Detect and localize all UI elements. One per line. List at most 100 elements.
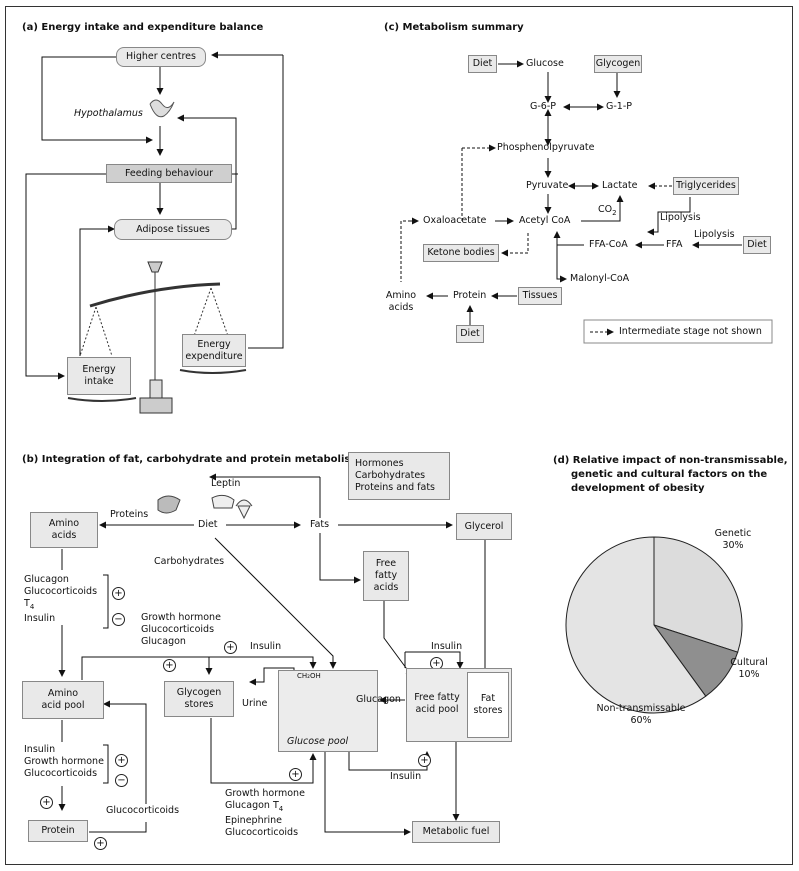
plus-icon: + [418,754,431,767]
pie-label-cultural: Cultural 10% [724,657,774,681]
ch2oh-label: CH₂OH [297,672,321,680]
glucose-pool-node [278,670,378,752]
energy-intake-line2: intake [84,376,114,387]
bottom-item-2-text: Glucagon T [225,800,279,811]
diet-node-3: Diet [456,325,484,343]
bottom-item-2: Glucagon T4 [225,800,305,815]
co2-label: CO2 [598,204,617,219]
legend-hormones: Hormones [355,458,404,469]
diet-node-1: Diet [468,55,497,73]
gh-item-1: Growth hormone [141,612,221,623]
amino-acids-line2: acids [388,302,414,313]
urine-label: Urine [242,698,268,709]
glycogen-stores-node: Glycogen stores [164,681,234,717]
glycerol-node: Glycerol [456,513,512,540]
energy-intake-node: Energy intake [67,357,131,395]
glycogen-stores-line1: Glycogen [176,687,222,698]
energy-expenditure-line2: expenditure [185,350,243,362]
insulin-list-item-1: Insulin [24,744,56,755]
g6p-label: G-6-P [530,101,556,112]
legend-carbohydrates: Carbohydrates [355,470,426,481]
metabolic-fuel-node: Metabolic fuel [412,821,500,843]
panel-b-title: (b) Integration of fat, carbohydrate and… [22,454,361,465]
carbohydrates-label: Carbohydrates [154,556,225,567]
ffa-label: FFA [666,239,683,250]
malonyl-coa-label: Malonyl-CoA [570,273,630,284]
fats-label: Fats [310,519,330,530]
amino-acids-b-line2: acids [51,530,77,541]
amino-acids-b-line1: Amino [48,518,80,529]
legend-proteins-fats: Proteins and fats [355,482,436,493]
amino-acids-line1: Amino [385,290,417,301]
pie-label-nontrans-value: 60% [630,715,652,726]
g1p-label: G-1-P [606,101,632,112]
pie-label-cultural-value: 10% [738,669,760,680]
bottom-item-3: Epinephrine [225,814,282,826]
diet-label-b: Diet [198,519,218,530]
glucose-pool-label: Glucose pool [287,736,349,747]
t4-item: T4 [24,598,97,613]
plus-icon: + [289,768,302,781]
insulin-list-item-2: Growth hormone [24,756,104,767]
pyruvate-label: Pyruvate [526,180,569,191]
amino-acids-label-c: Amino acids [384,290,418,314]
pie-label-nontrans-name: Non-transmissable [596,703,686,714]
insulin-list-item-3: Glucocorticoids [24,768,98,779]
free-fatty-acids-node: Free fatty acids [363,551,409,601]
gh-item-3: Glucagon [141,636,186,647]
insulin-label-fat: Insulin [431,641,463,652]
pie-label-nontransmissable: Non-transmissable 60% [586,703,696,727]
energy-intake-line1: Energy [82,364,116,375]
ffpool-line2: acid pool [415,704,459,715]
minus-icon: − [112,613,125,626]
pie-label-genetic-value: 30% [722,540,744,551]
insulin-label-top: Insulin [250,641,282,652]
insulin-item: Insulin [24,612,56,624]
insulin-list: Insulin Growth hormone Glucocorticoids [24,744,104,780]
energy-expenditure-line1: Energy [197,338,231,350]
aap-line2: acid pool [41,700,85,711]
leptin-label: Leptin [211,478,241,489]
bottom-item-1: Growth hormone [225,788,305,799]
lipolysis-label-1: Lipolysis [660,212,701,223]
glucose-label: Glucose [526,58,564,69]
plus-icon: + [40,796,53,809]
amino-acid-pool-node: Amino acid pool [22,681,104,719]
aap-line1: Amino [47,688,79,699]
legend-label: Intermediate stage not shown [619,326,762,337]
glucocorticoids-item: Glucocorticoids [24,586,98,597]
fat-stores-line1: Fat [480,693,496,704]
pie-label-genetic: Genetic 30% [708,528,758,552]
plus-icon: + [112,587,125,600]
panel-d-title-line2: genetic and cultural factors on the [571,469,768,480]
plus-icon: + [224,641,237,654]
pie-label-cultural-name: Cultural [730,657,768,668]
fat-stores-line2: stores [473,705,503,716]
ffa-line2: fatty [374,570,398,581]
bottom-item-4: Glucocorticoids [225,826,299,838]
co2-subscript: 2 [612,208,617,217]
ffpool-line1: Free fatty [414,692,460,703]
glucocorticoids-side-label: Glucocorticoids [106,805,180,816]
hypothalamus-label: Hypothalamus [74,108,143,119]
ffa-line1: Free [375,558,397,569]
minus-icon: − [115,774,128,787]
growth-hormone-list: Growth hormone Glucocorticoids Glucagon [141,612,221,648]
pie-label-genetic-name: Genetic [714,528,752,539]
lipolysis-label-2: Lipolysis [694,229,735,240]
glycogen-node: Glycogen [594,55,642,73]
oxaloacetate-label: Oxaloacetate [423,215,487,226]
panel-a-title: (a) Energy intake and expenditure balanc… [22,22,264,33]
triglycerides-node: Triglycerides [673,177,739,195]
gh-item-2: Glucocorticoids [141,624,215,635]
feeding-behaviour-node: Feeding behaviour [106,164,232,183]
free-fatty-acid-pool-label: Free fatty acid pool [408,692,466,716]
tissues-node: Tissues [518,287,562,305]
proteins-label: Proteins [110,509,149,520]
plus-icon: + [115,754,128,767]
panel-c-title: (c) Metabolism summary [384,22,524,33]
panel-d-title-line1: (d) Relative impact of non-transmissable… [553,455,788,466]
t4-text: T [24,598,30,609]
ketone-bodies-node: Ketone bodies [423,244,499,262]
